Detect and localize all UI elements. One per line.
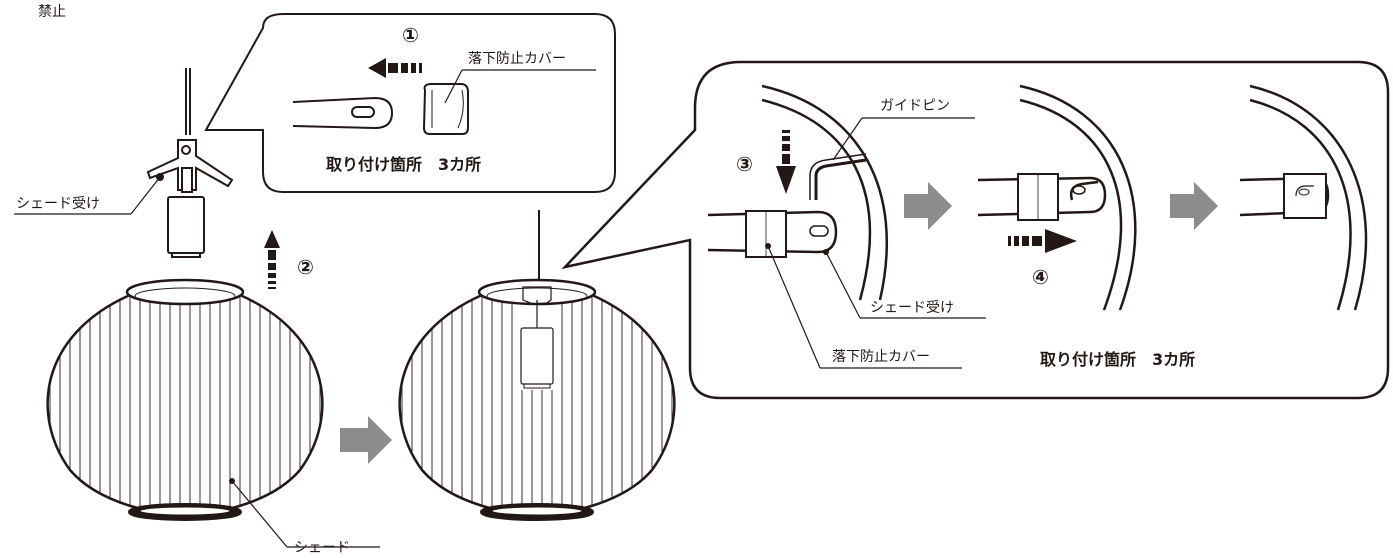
top-caption: 禁止 <box>38 4 66 20</box>
mount-points-caption-top: 取り付け箇所 3カ所 <box>326 155 482 174</box>
step4-arrow <box>1008 229 1077 253</box>
fall-cover-label-top: 落下防止カバー <box>468 51 566 67</box>
shade-holder-rod-detail <box>292 96 394 130</box>
shade-holder-label-left: シェード受け <box>16 196 100 212</box>
step1-number: ① <box>402 23 419 47</box>
shade-right <box>398 210 676 521</box>
socket-assembly-left <box>146 68 234 258</box>
shade-holder-label-right: シェード受け <box>870 300 954 316</box>
step1-arrow <box>368 58 422 78</box>
detail-middle <box>977 84 1137 311</box>
gray-arrow-1 <box>904 182 952 230</box>
step4-number: ④ <box>1032 265 1049 289</box>
gray-arrow-2 <box>1170 182 1218 230</box>
mount-points-caption-right: 取り付け箇所 3カ所 <box>1040 350 1196 369</box>
step3-arrow <box>776 130 796 194</box>
shade-left <box>46 278 324 521</box>
step2-number: ② <box>297 255 314 279</box>
fall-cover-label-right: 落下防止カバー <box>832 349 930 365</box>
gray-arrow-shades <box>340 416 392 464</box>
detail-after <box>1239 84 1368 311</box>
step3-number: ③ <box>736 152 753 176</box>
guide-pin-label: ガイドピン <box>880 98 950 114</box>
shade-label: シェード <box>294 540 350 556</box>
fall-cover-detail <box>422 83 469 135</box>
callout-bubble-top <box>204 13 616 193</box>
callout-bubble-right <box>561 60 1390 400</box>
detail-before <box>707 84 888 301</box>
step2-arrow <box>264 230 280 289</box>
